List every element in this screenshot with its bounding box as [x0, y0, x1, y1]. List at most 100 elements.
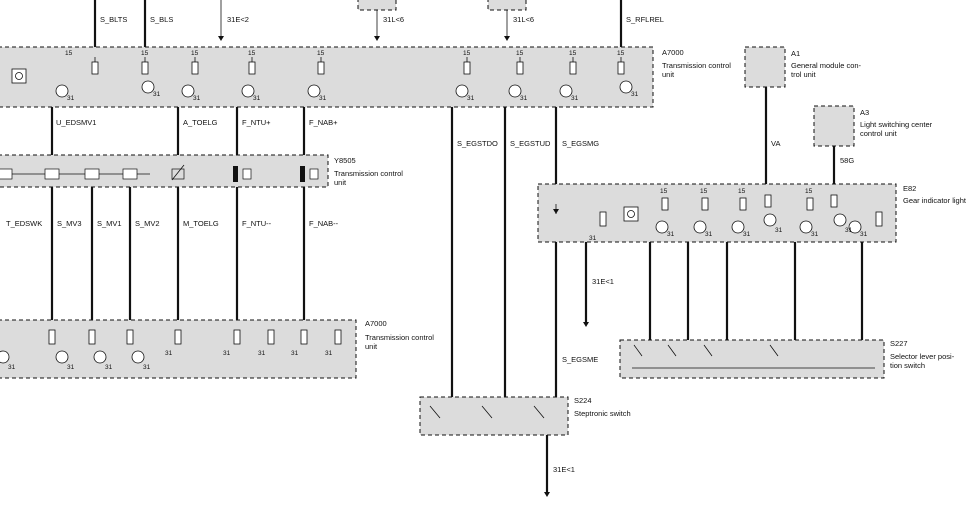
- terminal-31: 31: [67, 95, 75, 102]
- label-t-edswk: T_EDSWK: [6, 219, 42, 228]
- a3-desc1: Light switching center: [860, 120, 933, 129]
- label-ground-31l6-b: 31L<6: [513, 15, 534, 24]
- terminal-31: 31: [811, 231, 819, 238]
- terminal-31: 31: [253, 95, 261, 102]
- top-connector-box-2: [487, 0, 527, 11]
- a7000-bottom-id: A7000: [365, 319, 387, 328]
- terminal-31: 31: [743, 231, 751, 238]
- label-ground-31e1-a: 31E<1: [592, 277, 614, 286]
- terminal-31: 31: [775, 227, 783, 234]
- a1-box[interactable]: [744, 46, 786, 88]
- label-f-ntu-minus: F_NTU--: [242, 219, 272, 228]
- terminal-31: 31: [705, 231, 713, 238]
- terminal-31: 31: [8, 364, 16, 371]
- terminal-15: 15: [617, 50, 625, 57]
- label-s-egsme: S_EGSME: [562, 355, 598, 364]
- label-u-edsmv1: U_EDSMV1: [56, 118, 96, 127]
- terminal-31: 31: [667, 231, 675, 238]
- top-connector-box-1: [357, 0, 397, 11]
- wires: [50, 0, 864, 492]
- a3-id: A3: [860, 108, 869, 117]
- y8505-id: Y8505: [334, 156, 356, 165]
- label-f-nab-minus: F_NAB--: [309, 219, 339, 228]
- terminal-31: 31: [153, 91, 161, 98]
- label-58g: 58G: [840, 156, 854, 165]
- label-s-blts: S_BLTS: [100, 15, 127, 24]
- terminal-15: 15: [660, 188, 668, 195]
- y8505-desc1: Transmission control: [334, 169, 403, 178]
- terminal-15: 15: [569, 50, 577, 57]
- label-f-nab-plus: F_NAB+: [309, 118, 338, 127]
- label-a-toelg: A_TOELG: [183, 118, 218, 127]
- a7000-top-internals: [11, 57, 633, 98]
- terminal-31: 31: [325, 350, 333, 357]
- a7000-bottom-box[interactable]: [0, 319, 357, 379]
- terminal-31: 31: [165, 350, 173, 357]
- label-f-ntu-plus: F_NTU+: [242, 118, 271, 127]
- a3-desc2: control unit: [860, 129, 898, 138]
- a7000-bottom-desc1: Transmission control: [365, 333, 434, 342]
- label-s-egstdo: S_EGSTDO: [457, 139, 498, 148]
- s227-box[interactable]: [619, 339, 885, 379]
- terminal-31: 31: [319, 95, 327, 102]
- a3-box[interactable]: [813, 105, 855, 147]
- terminal-15: 15: [65, 50, 73, 57]
- a1-desc1: General module con-: [791, 61, 862, 70]
- label-s-mv2: S_MV2: [135, 219, 160, 228]
- terminal-31: 31: [845, 227, 853, 234]
- terminal-31: 31: [291, 350, 299, 357]
- s224-desc1: Steptronic switch: [574, 409, 631, 418]
- terminal-15: 15: [805, 188, 813, 195]
- s227-switch-contacts: [632, 344, 875, 369]
- terminal-15: 15: [463, 50, 471, 57]
- label-ground-31e1-b: 31E<1: [553, 465, 575, 474]
- terminal-31: 31: [258, 350, 266, 357]
- label-s-egstud: S_EGSTUD: [510, 139, 551, 148]
- e82-box[interactable]: [537, 183, 897, 243]
- y8505-internals: [0, 164, 319, 182]
- ground-markers: [218, 36, 589, 497]
- terminal-31: 31: [223, 350, 231, 357]
- e82-id: E82: [903, 184, 916, 193]
- terminal-31: 31: [571, 95, 579, 102]
- terminal-31: 31: [589, 235, 597, 242]
- terminal-15: 15: [738, 188, 746, 195]
- a1-id: A1: [791, 49, 800, 58]
- terminal-15: 15: [141, 50, 149, 57]
- label-va: VA: [771, 139, 780, 148]
- s227-desc2: tion switch: [890, 361, 925, 370]
- y8505-desc2: unit: [334, 178, 347, 187]
- s224-switch-contacts: [429, 405, 545, 419]
- terminal-15: 15: [516, 50, 524, 57]
- terminal-31: 31: [520, 95, 528, 102]
- a7000-top-desc1: Transmission control: [662, 61, 731, 70]
- label-ground-31e2: 31E<2: [227, 15, 249, 24]
- a7000-bottom-internals: [0, 329, 342, 364]
- terminal-31: 31: [193, 95, 201, 102]
- s224-id: S224: [574, 396, 592, 405]
- terminal-31: 31: [67, 364, 75, 371]
- label-s-rflrel: S_RFLREL: [626, 15, 664, 24]
- a1-desc2: trol unit: [791, 70, 817, 79]
- s227-desc1: Selector lever posi-: [890, 352, 955, 361]
- s227-id: S227: [890, 339, 908, 348]
- terminal-31: 31: [143, 364, 151, 371]
- a7000-bottom-desc2: unit: [365, 342, 378, 351]
- terminal-31: 31: [631, 91, 639, 98]
- a7000-top-desc2: unit: [662, 70, 675, 79]
- a7000-top-id: A7000: [662, 48, 684, 57]
- s224-box[interactable]: [419, 396, 569, 436]
- terminal-31: 31: [467, 95, 475, 102]
- terminal-31: 31: [105, 364, 113, 371]
- terminal-31: 31: [860, 231, 868, 238]
- terminal-15: 15: [317, 50, 325, 57]
- e82-desc1: Gear indicator light: [903, 196, 967, 205]
- terminal-15: 15: [248, 50, 256, 57]
- e82-internals: [553, 194, 883, 234]
- label-s-mv3: S_MV3: [57, 219, 82, 228]
- a7000-top-box[interactable]: [0, 46, 654, 108]
- terminal-15: 15: [700, 188, 708, 195]
- label-s-egsmg: S_EGSMG: [562, 139, 599, 148]
- label-ground-31l6-a: 31L<6: [383, 15, 404, 24]
